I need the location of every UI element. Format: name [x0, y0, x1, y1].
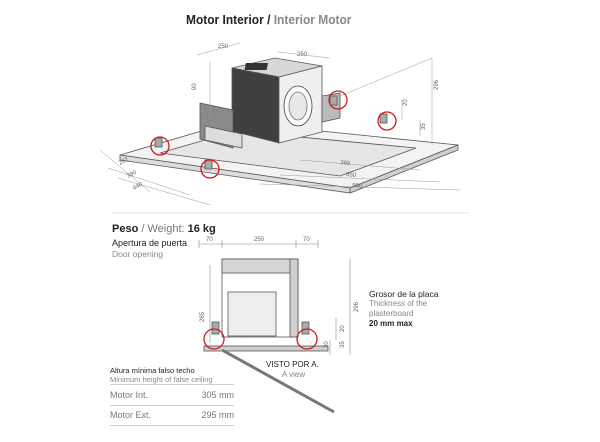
dim-250-left: 250 — [218, 44, 229, 50]
weight-es: Peso — [112, 223, 139, 235]
sec-dim-35: 35 — [340, 341, 346, 348]
section-door-panel — [221, 348, 335, 414]
marker-circle-left — [150, 136, 170, 156]
marker-circle-front — [200, 159, 220, 179]
door-opening-es: Apertura de puerta — [112, 238, 188, 248]
plaster-en-1: Thickness of the — [369, 299, 428, 308]
section-motor-shadow — [289, 258, 299, 338]
row-label: Motor Ext. — [110, 410, 152, 420]
section-marker-left — [203, 328, 225, 350]
motor-box-left — [231, 67, 280, 144]
sec-dim-30: 30 — [324, 341, 330, 348]
plaster-max: 20 mm max — [369, 319, 413, 328]
dim-250-right: 250 — [297, 52, 308, 58]
title-separator: / — [263, 12, 274, 27]
dim-262: 262 — [118, 156, 130, 166]
frame-plate-side — [349, 144, 459, 194]
weight-label: Peso / Weight: 16 kg — [112, 223, 216, 235]
dim-369: 369 — [340, 160, 351, 167]
row-value: 305 mm — [201, 390, 234, 400]
sec-dim-70-right: 70 — [303, 237, 310, 243]
dim-900: 900 — [352, 183, 363, 190]
table-row: Motor Int. 305 mm — [110, 385, 234, 406]
page-title: Motor Interior / Interior Motor — [186, 12, 351, 27]
view-a-es: VISTO POR A. — [266, 360, 319, 369]
plaster-es: Grosor de la placa — [369, 289, 439, 299]
dim-440: 440 — [132, 181, 144, 191]
marker-circle-right — [328, 90, 348, 110]
title-primary: Motor Interior — [186, 12, 264, 27]
sec-dim-265: 265 — [200, 311, 206, 322]
sec-dim-250: 250 — [254, 237, 265, 243]
weight-sep: / — [138, 223, 148, 235]
dim-390: 390 — [126, 169, 138, 179]
marker-circle-far-right — [377, 111, 397, 131]
sec-dim-70-left: 70 — [206, 237, 213, 243]
door-opening-en: Door opening — [112, 249, 164, 259]
weight-en: Weight: — [147, 223, 188, 235]
row-label: Motor Int. — [110, 390, 149, 400]
section-motor-panel — [227, 291, 277, 337]
clamp-right — [329, 95, 338, 106]
title-secondary: Interior Motor — [273, 12, 352, 27]
sec-dim-20: 20 — [340, 325, 346, 332]
section-marker-right — [296, 328, 318, 350]
plaster-en-2: plasterboard — [369, 309, 414, 318]
min-height-en: Minimum height of false ceiling — [110, 375, 213, 384]
sec-dim-296: 296 — [354, 301, 360, 312]
row-value: 295 mm — [201, 410, 234, 420]
control-box — [204, 125, 243, 149]
clamp-left — [154, 137, 163, 148]
dim-296: 296 — [434, 79, 440, 90]
weight-value: 16 kg — [187, 223, 216, 235]
section-ceiling-plate — [203, 345, 329, 352]
dim-20: 20 — [403, 99, 409, 106]
fan-outlet-inner — [288, 91, 308, 121]
dim-90: 90 — [192, 83, 198, 90]
table-row: Motor Ext. 295 mm — [110, 405, 234, 426]
dim-850: 850 — [346, 172, 357, 179]
min-height-es: Altura mínima falso techo — [110, 366, 195, 375]
min-height-top-rule — [110, 384, 234, 385]
section-motor-top — [221, 258, 299, 274]
dim-35: 35 — [421, 123, 427, 130]
view-a-en: A view — [282, 370, 306, 379]
clamp-far-right — [379, 113, 388, 124]
motor-top-vent — [244, 63, 268, 70]
